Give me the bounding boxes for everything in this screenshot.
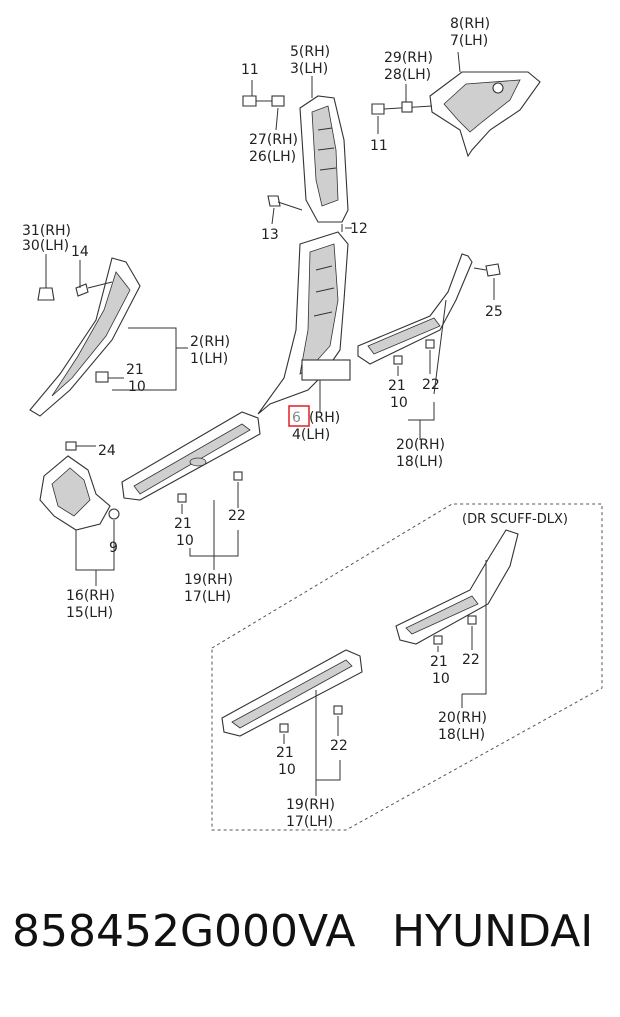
callout-19-a: 19(RH) xyxy=(184,572,233,588)
callout-31: 31(RH) xyxy=(22,223,71,239)
callout-10-b: 10 xyxy=(390,395,408,411)
callout-21-c: 21 xyxy=(174,516,192,532)
callout-17-b: 17(LH) xyxy=(286,814,333,830)
scuff-bracket-left xyxy=(39,441,120,531)
option-box-label: (DR SCUFF-DLX) xyxy=(462,512,568,527)
callout-10-c: 10 xyxy=(176,533,194,549)
callout-21-a: 21 xyxy=(126,362,144,378)
callout-21-b: 21 xyxy=(388,378,406,394)
callout-17-a: 17(LH) xyxy=(184,589,231,605)
pillar-trim-upper xyxy=(271,95,349,223)
scuff-plate-front-left xyxy=(121,411,261,501)
callout-12: 12 xyxy=(350,221,368,237)
dlx-scuff-rear xyxy=(395,529,519,645)
bolt-25 xyxy=(473,263,501,300)
callout-1: 1(LH) xyxy=(190,351,228,367)
screw-14 xyxy=(75,260,113,297)
quarter-trim-upper xyxy=(429,71,541,158)
callout-11-right: 11 xyxy=(370,138,388,154)
brand-name: HYUNDAI xyxy=(392,906,594,957)
callout-11-left: 11 xyxy=(241,62,259,78)
option-box-outline xyxy=(211,503,603,831)
callout-10-e: 10 xyxy=(278,762,296,778)
callout-9: 9 xyxy=(109,540,118,556)
callout-24: 24 xyxy=(98,443,116,459)
callout-6: 6 xyxy=(292,410,301,426)
callout-22-b: 22 xyxy=(422,377,440,393)
callout-20-a: 20(RH) xyxy=(396,437,445,453)
callout-29: 29(RH) xyxy=(384,50,433,66)
callout-14: 14 xyxy=(71,244,89,260)
callout-25: 25 xyxy=(485,304,503,320)
callout-8: 8(RH) xyxy=(450,16,490,32)
callout-7: 7(LH) xyxy=(450,33,488,49)
footer: 858452G000VA HYUNDAI xyxy=(0,900,620,980)
callout-19-b: 19(RH) xyxy=(286,797,335,813)
callout-30: 30(LH) xyxy=(22,238,69,254)
callout-22-d: 22 xyxy=(462,652,480,668)
bolt-13 xyxy=(267,195,303,211)
callout-2: 2(RH) xyxy=(190,334,230,350)
pillar-trim-lower xyxy=(257,231,351,415)
callout-15: 15(LH) xyxy=(66,605,113,621)
callout-4: 4(LH) xyxy=(292,427,330,443)
dlx-scuff-front xyxy=(221,649,363,737)
callout-10-a: 10 xyxy=(128,379,146,395)
callout-5: 5(RH) xyxy=(290,44,330,60)
callout-18-a: 18(LH) xyxy=(396,454,443,470)
clip-31-30 xyxy=(37,254,55,301)
callout-6-side: (RH) xyxy=(309,410,340,426)
parts-diagram: 8(RH) 7(LH) 5(RH) 3(LH) 29(RH) 28(LH) 11… xyxy=(22,16,603,831)
callout-28: 28(LH) xyxy=(384,67,431,83)
callout-21-d: 21 xyxy=(430,654,448,670)
callout-18-b: 18(LH) xyxy=(438,727,485,743)
callout-26: 26(LH) xyxy=(249,149,296,165)
scuff-plate-rear-right xyxy=(357,253,473,365)
bolt-11-left xyxy=(242,95,272,107)
callout-27: 27(RH) xyxy=(249,132,298,148)
callout-3: 3(LH) xyxy=(290,61,328,77)
callout-21-e: 21 xyxy=(276,745,294,761)
a-pillar-trim xyxy=(29,257,141,417)
callout-22-e: 22 xyxy=(330,738,348,754)
callout-22-c: 22 xyxy=(228,508,246,524)
highlight-box-6 xyxy=(288,405,310,427)
callout-10-d: 10 xyxy=(432,671,450,687)
part-number: 858452G000VA xyxy=(12,906,356,957)
callout-13: 13 xyxy=(261,227,279,243)
callout-20-b: 20(RH) xyxy=(438,710,487,726)
callout-16: 16(RH) xyxy=(66,588,115,604)
